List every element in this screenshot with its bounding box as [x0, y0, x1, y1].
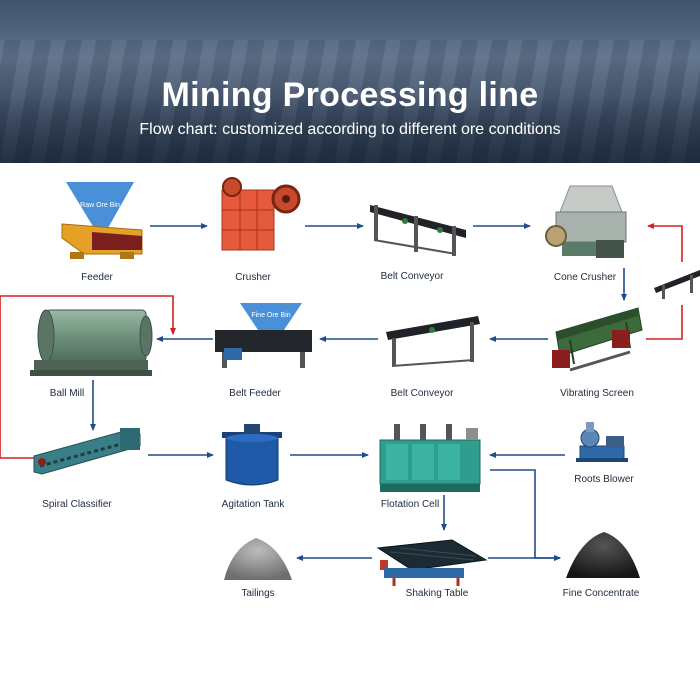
- label-feeder: Feeder: [81, 272, 113, 283]
- label-belt-conveyor-1: Belt Conveyor: [380, 271, 444, 282]
- return-conveyor-conecrusher: [647, 223, 683, 262]
- belt-conveyor-2-machine: [386, 316, 480, 367]
- label-ball-mill: Ball Mill: [49, 388, 85, 399]
- banner-shade: [0, 95, 700, 163]
- label-vibrating-screen: Vibrating Screen: [560, 388, 634, 399]
- label-spiral-classifier: Spiral Classifier: [42, 499, 112, 510]
- return-classifier-ballmill: [0, 295, 176, 459]
- fine-ore-bin: [240, 303, 302, 336]
- flow-arrows: [90, 223, 627, 561]
- return-belt-conveyor-machine: [654, 270, 700, 299]
- belt-conveyor-1-machine: [370, 205, 466, 256]
- page-subtitle: Flow chart: customized according to diff…: [139, 121, 561, 138]
- fine-concentrate-pile: [566, 532, 640, 578]
- arrow-flotation-concentrate: [490, 469, 561, 561]
- belt-feeder-machine: Fine Ore Bin: [215, 303, 312, 368]
- label-belt-feeder: Belt Feeder: [229, 388, 281, 399]
- label-shaking-table: Shaking Table: [405, 588, 469, 599]
- feeder-machine: Raw Ore Bin: [61, 182, 143, 259]
- label-agitation-tank: Agitation Tank: [221, 499, 285, 510]
- roots-blower-machine: [576, 422, 628, 462]
- crusher-machine: [221, 177, 301, 251]
- header-banner: Mining Processing line Flow chart: custo…: [0, 0, 700, 163]
- label-flotation-cell: Flotation Cell: [380, 499, 440, 510]
- spiral-classifier-machine: [33, 428, 141, 475]
- label-roots-blower: Roots Blower: [574, 474, 634, 485]
- label-belt-conveyor-2: Belt Conveyor: [390, 388, 454, 399]
- label-fine-concentrate: Fine Concentrate: [562, 588, 640, 599]
- cone-crusher-machine: [545, 185, 627, 258]
- fine-ore-bin-label: Fine Ore Bin: [251, 312, 290, 319]
- page-title: Mining Processing line: [161, 76, 539, 114]
- ball-mill-machine: [30, 309, 153, 376]
- tailings-pile: [224, 538, 292, 580]
- vibrating-screen-machine: [552, 307, 643, 372]
- label-crusher: Crusher: [235, 272, 271, 283]
- shaking-table-machine: [376, 539, 488, 586]
- label-tailings: Tailings: [241, 588, 275, 599]
- flotation-cell-machine: [379, 424, 481, 492]
- label-cone-crusher: Cone Crusher: [553, 272, 617, 283]
- return-arrows: [0, 223, 683, 459]
- raw-ore-bin-label: Raw Ore Bin: [80, 202, 120, 209]
- raw-ore-bin: [66, 182, 134, 228]
- agitation-tank-machine: [222, 424, 282, 486]
- return-screen-conecrusher: [646, 305, 683, 340]
